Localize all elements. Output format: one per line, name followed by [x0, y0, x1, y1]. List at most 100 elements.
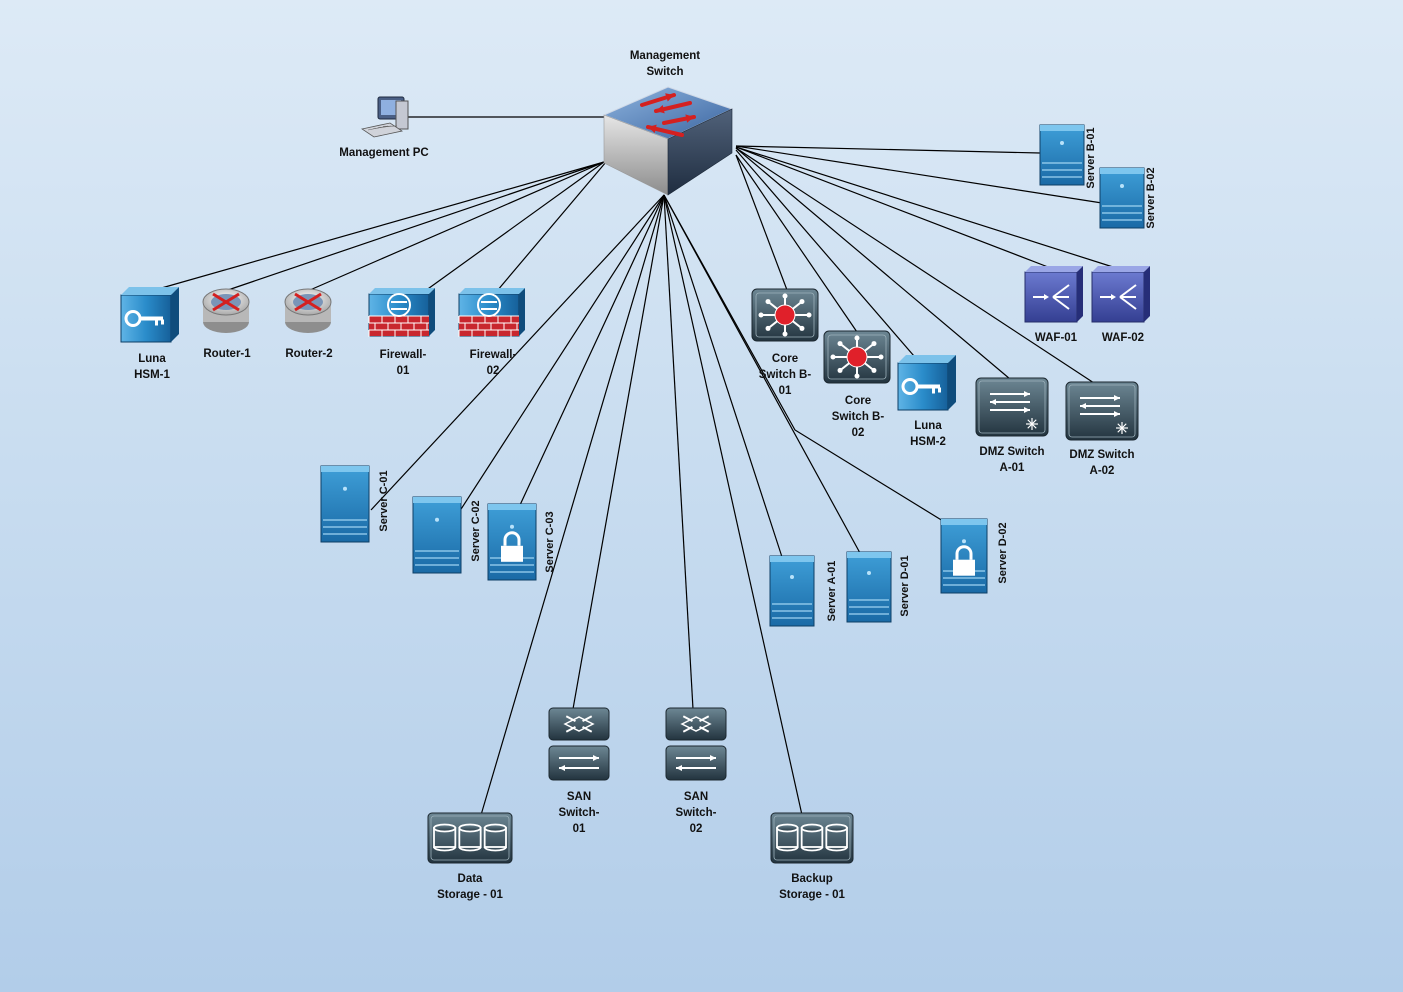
- firewall-01-node[interactable]: Firewall- 01: [368, 288, 435, 377]
- firewall-icon[interactable]: [458, 288, 525, 337]
- server-b-01-label: Server B-01: [1085, 127, 1097, 188]
- server-c-03-node[interactable]: Server C-03: [487, 503, 556, 581]
- link-server-c-01: [370, 194, 665, 511]
- link-luna-hsm-2: [735, 149, 915, 357]
- firewall-02-label-line: Firewall-: [470, 349, 517, 361]
- server-icon[interactable]: [846, 551, 892, 623]
- link-core-switch-b-02: [735, 154, 858, 333]
- server-c-02-label: Server C-02: [470, 500, 482, 561]
- waf-02-node[interactable]: WAF-02: [1091, 266, 1150, 344]
- server-d-02-label: Server D-02: [997, 522, 1009, 583]
- link-san-switch-01: [572, 194, 665, 710]
- firewall-01-label-line: Firewall-: [380, 349, 427, 361]
- connection-lines: [157, 116, 1114, 816]
- dmz-switch-a-02-label-line: A-02: [1090, 465, 1115, 477]
- luna-hsm-1-label-line: Luna: [138, 353, 166, 365]
- hub-icon[interactable]: [602, 86, 734, 196]
- server-c-02-node[interactable]: Server C-02: [412, 496, 482, 574]
- core-switch-icon[interactable]: [751, 288, 819, 342]
- luna-hsm-2-label-line: HSM-2: [910, 436, 946, 448]
- firewall-02-label-line: 02: [487, 365, 500, 377]
- san-switch-02-label-line: Switch-: [676, 807, 717, 819]
- san-switch-icon[interactable]: [548, 707, 610, 781]
- mgmt-pc-label-line: Management PC: [339, 147, 428, 159]
- link-dmz-switch-a-01: [735, 147, 1011, 380]
- luna-hsm-1-label-line: HSM-1: [134, 369, 170, 381]
- storage-icon[interactable]: [770, 812, 854, 864]
- pc-icon[interactable]: [360, 96, 409, 138]
- dmz-switch-icon[interactable]: [1065, 381, 1139, 441]
- core-switch-b-02-label-line: Switch B-: [832, 411, 885, 423]
- router-1-label-line: Router-1: [203, 348, 251, 360]
- hsm-icon[interactable]: [120, 287, 179, 343]
- san-switch-icon[interactable]: [665, 707, 727, 781]
- core-switch-icon[interactable]: [823, 330, 891, 384]
- hsm-icon[interactable]: [897, 355, 956, 411]
- server-icon[interactable]: [412, 496, 462, 574]
- server-a-01-node[interactable]: Server A-01: [769, 555, 838, 627]
- router-2-label-line: Router-2: [285, 348, 332, 360]
- link-server-c-02: [453, 194, 665, 521]
- server-d-01-node[interactable]: Server D-01: [846, 551, 911, 623]
- san-switch-01-label-line: Switch-: [559, 807, 600, 819]
- server-secure-icon[interactable]: [940, 518, 988, 594]
- core-switch-b-02-label-line: 02: [852, 427, 865, 439]
- firewall-01-label-line: 01: [397, 365, 410, 377]
- server-b-02-label: Server B-02: [1145, 167, 1157, 228]
- link-server-b-01: [735, 145, 1041, 154]
- link-core-switch-b-01: [735, 154, 788, 291]
- link-server-d-02: [663, 194, 944, 522]
- server-b-02-node[interactable]: Server B-02: [1099, 167, 1157, 229]
- server-icon[interactable]: [1099, 167, 1145, 229]
- router-icon[interactable]: [284, 288, 332, 333]
- storage-icon[interactable]: [427, 812, 513, 864]
- link-server-b-02: [735, 145, 1103, 204]
- dmz-switch-a-02-label-line: DMZ Switch: [1069, 449, 1134, 461]
- waf-icon[interactable]: [1024, 266, 1083, 323]
- server-icon[interactable]: [1039, 124, 1085, 186]
- san-switch-02-label-line: 02: [690, 823, 703, 835]
- firewall-icon[interactable]: [368, 288, 435, 337]
- core-switch-b-01-label-line: Core: [772, 353, 798, 365]
- link-waf-02: [735, 146, 1114, 268]
- waf-icon[interactable]: [1091, 266, 1150, 323]
- data-storage-01-label-line: Data: [458, 873, 484, 885]
- router-1-node[interactable]: Router-1: [202, 288, 251, 360]
- link-server-a-01: [663, 194, 783, 558]
- server-c-01-node[interactable]: Server C-01: [320, 465, 390, 543]
- server-icon[interactable]: [320, 465, 370, 543]
- server-c-03-label: Server C-03: [544, 511, 556, 572]
- server-b-01-node[interactable]: Server B-01: [1039, 124, 1097, 189]
- waf-01-node[interactable]: WAF-01: [1024, 266, 1083, 344]
- server-d-02-node[interactable]: Server D-02: [940, 518, 1009, 594]
- mgmt-switch-label-line: Switch: [646, 66, 683, 78]
- san-switch-02-label-line: SAN: [684, 791, 708, 803]
- backup-storage-01-label-line: Backup: [791, 873, 833, 885]
- mgmt-pc-node[interactable]: Management PC: [339, 96, 429, 159]
- link-luna-hsm-1: [157, 161, 605, 290]
- dmz-switch-a-01-label-line: A-01: [1000, 462, 1026, 474]
- server-icon[interactable]: [769, 555, 815, 627]
- san-switch-02-node[interactable]: SAN Switch- 02: [665, 707, 727, 835]
- waf-01-label-line: WAF-01: [1035, 332, 1078, 344]
- link-data-storage-01: [480, 194, 665, 816]
- dmz-switch-icon[interactable]: [975, 377, 1049, 437]
- router-2-node[interactable]: Router-2: [284, 288, 333, 360]
- router-icon[interactable]: [202, 288, 250, 333]
- dmz-switch-a-01-label-line: DMZ Switch: [979, 446, 1044, 458]
- server-secure-icon[interactable]: [487, 503, 537, 581]
- firewall-02-node[interactable]: Firewall- 02: [458, 288, 525, 377]
- server-c-01-label: Server C-01: [378, 470, 390, 531]
- core-switch-b-01-label-line: 01: [779, 385, 792, 397]
